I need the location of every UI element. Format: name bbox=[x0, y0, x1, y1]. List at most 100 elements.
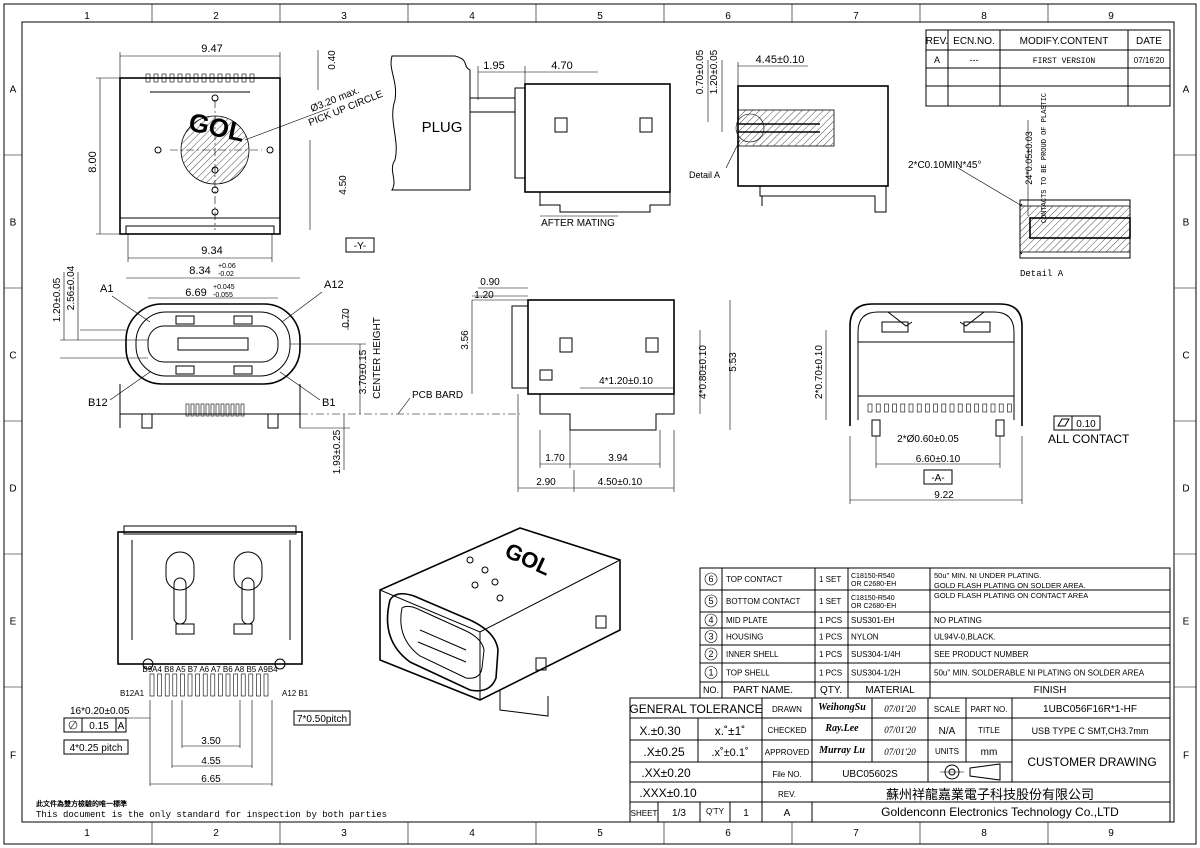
grid-col-bottom: 8 bbox=[981, 828, 987, 839]
grid-col-top: 9 bbox=[1108, 11, 1114, 22]
detail-chamfer: 2*C0.10MIN*45° bbox=[908, 160, 981, 171]
revision-table: REV. ECN.NO. MODIFY.CONTENT DATE A --- F… bbox=[925, 29, 1171, 107]
part-no-label: PART NO. bbox=[971, 705, 1008, 714]
company-en: Goldenconn Electronics Technology Co.,LT… bbox=[881, 805, 1119, 819]
grid-col-bottom: 2 bbox=[213, 828, 219, 839]
grid-col-top: 2 bbox=[213, 11, 219, 22]
approved-by: Murray Lu bbox=[818, 745, 865, 756]
tol-xa: x.˚±1˚ bbox=[715, 724, 746, 738]
sheet-value: 1/3 bbox=[672, 808, 686, 819]
grid-row-left: A bbox=[10, 85, 17, 96]
grid-col-bottom: 9 bbox=[1108, 828, 1114, 839]
datum-y: -Y- bbox=[354, 241, 366, 252]
grid-row-right: C bbox=[1182, 351, 1189, 362]
bom-h-no: NO. bbox=[703, 685, 719, 695]
profile-d1: 0.90 bbox=[480, 277, 500, 288]
grid-col-bottom: 4 bbox=[469, 828, 475, 839]
rev-header-ecn: ECN.NO. bbox=[953, 36, 995, 47]
bom-index-circle bbox=[704, 572, 718, 586]
rev-row-content: FIRST VERSION bbox=[1033, 57, 1096, 66]
bom-no: 5 bbox=[708, 596, 713, 606]
bom-part: INNER SHELL bbox=[726, 650, 779, 659]
profile-b4: 4.50±0.10 bbox=[598, 477, 643, 488]
detail-thickness: 24*0.05±0.03 bbox=[1024, 131, 1034, 185]
bom-part: BOTTOM CONTACT bbox=[726, 597, 800, 606]
front-below: 1.93±0.25 bbox=[332, 429, 343, 474]
bom-no: 4 bbox=[708, 615, 713, 625]
bom-mat1: SUS304-1/2H bbox=[851, 669, 901, 678]
gen-tol: GENERAL TOLERANCE bbox=[629, 702, 762, 716]
isometric-view: GOL bbox=[379, 527, 621, 717]
bom-mat1: C18150-R540 bbox=[851, 595, 895, 602]
fp-right: A12 B1 bbox=[282, 689, 309, 698]
drawn-label: DRAWN bbox=[772, 705, 802, 714]
rev-label: REV. bbox=[778, 790, 796, 799]
customer-drawing: CUSTOMER DRAWING bbox=[1027, 755, 1156, 769]
bom-no: 3 bbox=[708, 632, 713, 642]
title-label: TITLE bbox=[978, 726, 1000, 735]
end-holes: 2*Ø0.60±0.05 bbox=[897, 434, 959, 445]
mating-d1: 1.95 bbox=[483, 60, 504, 72]
rev-row-rev: A bbox=[934, 55, 940, 65]
side-d3: 1.20±0.05 bbox=[709, 49, 720, 94]
dim-mid: 4.50 bbox=[338, 175, 349, 195]
dim-height: 8.00 bbox=[87, 151, 99, 172]
pcb-label: PCB BARD bbox=[412, 390, 463, 401]
fp-tol: 0.15 bbox=[89, 721, 109, 732]
fp-tol-datum: A bbox=[118, 721, 125, 732]
profile-view: 3.56 0.90 1.20 4*1.20±0.10 4*0.80±0.10 5… bbox=[460, 277, 739, 492]
rev2-value: A bbox=[784, 808, 791, 819]
rev-header-date: DATE bbox=[1136, 36, 1162, 47]
bom-index-circle bbox=[704, 613, 718, 627]
profile-b2: 3.94 bbox=[608, 453, 628, 464]
checked-label: CHECKED bbox=[767, 726, 806, 735]
label-a12: A12 bbox=[324, 279, 344, 291]
bom-no: 1 bbox=[708, 668, 713, 678]
bom-mat2: OR C2680-EH bbox=[851, 581, 896, 588]
bom-fin1: 50u'' MIN. SOLDERABLE NI PLATING ON SOLD… bbox=[934, 669, 1145, 678]
front-w1-tol-dn: -0.02 bbox=[218, 271, 234, 278]
profile-h2: 4*0.80±0.10 bbox=[698, 345, 709, 399]
bom-part: HOUSING bbox=[726, 633, 763, 642]
profile-h: 3.56 bbox=[460, 330, 471, 350]
checked-date: 07/01'20 bbox=[884, 725, 916, 735]
tol-x1: .X±0.25 bbox=[643, 745, 685, 759]
grid-col-top: 5 bbox=[597, 11, 603, 22]
bom-mat1: SUS301-EH bbox=[851, 616, 895, 625]
side-d2: 0.70±0.05 bbox=[695, 49, 706, 94]
grid-row-right: B bbox=[1183, 218, 1190, 229]
bom-index-circle bbox=[704, 630, 718, 643]
detail-a-label: Detail A bbox=[1020, 269, 1064, 279]
company-cn: 蘇州祥龍嘉業電子科技股份有限公司 bbox=[886, 787, 1094, 803]
sheet-label: SHEET bbox=[631, 809, 658, 818]
end-h: 2*0.70±0.10 bbox=[814, 345, 825, 399]
iso-logo: GOL bbox=[501, 538, 555, 581]
bom-index-circle bbox=[704, 647, 718, 661]
grid-row-right: E bbox=[1183, 617, 1190, 628]
label-b1: B1 bbox=[322, 397, 335, 409]
bom-qty: 1 PCS bbox=[819, 616, 842, 625]
fp-w1: 3.50 bbox=[201, 736, 221, 747]
fp-d1: 16*0.20±0.05 bbox=[70, 706, 130, 717]
scale-value: N/A bbox=[939, 726, 956, 737]
detail-note: CONTACTS TO BE PROUD OF PLASTIC bbox=[1041, 93, 1049, 223]
qty-label: Q'TY bbox=[706, 807, 725, 816]
grid-col-top: 1 bbox=[84, 11, 90, 22]
bom-mat2: OR C2680-EH bbox=[851, 603, 896, 610]
side-d1: 4.45±0.10 bbox=[756, 54, 805, 66]
profile-pitch: 4*1.20±0.10 bbox=[599, 376, 653, 387]
bom-fin3: GOLD FLASH PLATING ON CONTACT AREA bbox=[934, 591, 1088, 600]
end-w2: 9.22 bbox=[934, 490, 954, 501]
mating-label: AFTER MATING bbox=[541, 218, 615, 229]
grid-row-left: C bbox=[9, 351, 16, 362]
end-flat-label: ALL CONTACT bbox=[1048, 432, 1130, 446]
bom-h-mat: MATERIAL bbox=[865, 685, 915, 696]
tol-x: X.±0.30 bbox=[639, 724, 681, 738]
bom-no: 6 bbox=[708, 574, 713, 584]
bom-qty: 1 SET bbox=[819, 597, 841, 606]
